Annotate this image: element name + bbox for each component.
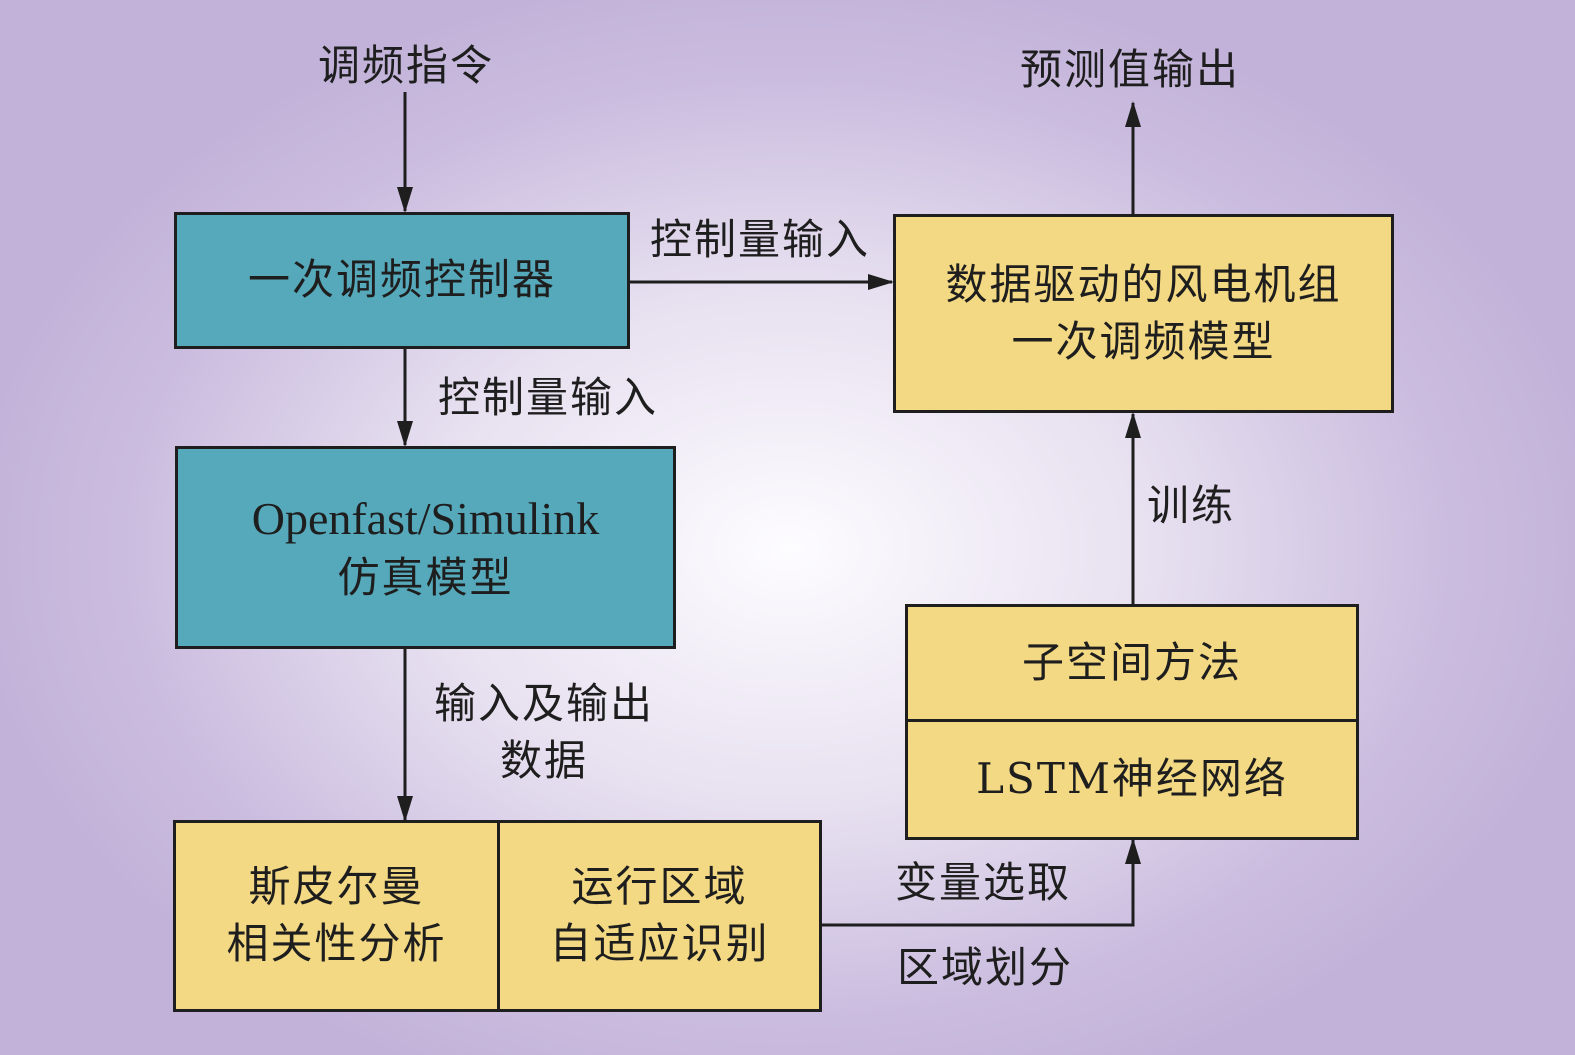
edge-label-controller-to-model: 控制量输入: [650, 215, 871, 264]
edge-label-sim-to-analysis-line1: 输入及输出: [433, 679, 654, 728]
spearman-label-line1: 斯皮尔曼: [248, 862, 425, 912]
sim-model-label-line2: 仿真模型: [337, 553, 514, 603]
edge-label-controller-to-sim: 控制量输入: [438, 373, 659, 422]
data-driven-model-box: 数据驱动的风电机组 一次调频模型: [893, 214, 1394, 413]
subspace-label: 子空间方法: [1021, 637, 1242, 687]
region-label-line1: 运行区域: [571, 862, 748, 912]
analysis-box: 斯皮尔曼 相关性分析 运行区域 自适应识别: [173, 820, 822, 1012]
controller-box: 一次调频控制器: [174, 212, 630, 349]
spearman-cell: 斯皮尔曼 相关性分析: [176, 823, 500, 1009]
sim-model-label-line1: Openfast/Simulink: [251, 493, 600, 545]
region-label-line2: 自适应识别: [549, 919, 770, 968]
subspace-cell: 子空间方法: [908, 607, 1356, 722]
edge-label-region-division: 区域划分: [897, 943, 1074, 992]
prediction-output-label: 预测值输出: [1020, 45, 1241, 94]
simulation-model-box: Openfast/Simulink 仿真模型: [175, 446, 676, 649]
model-label-line1: 数据驱动的风电机组: [945, 259, 1342, 309]
controller-label: 一次调频控制器: [247, 255, 556, 305]
model-label-line2: 一次调频模型: [1011, 316, 1276, 366]
spearman-label-line2: 相关性分析: [226, 919, 447, 968]
edge-label-variable-selection: 变量选取: [895, 858, 1072, 907]
arrow-analysis-to-methods: [821, 838, 1141, 927]
edge-label-training: 训练: [1147, 481, 1236, 530]
methods-box: 子空间方法 LSTM神经网络: [905, 604, 1359, 840]
region-cell: 运行区域 自适应识别: [500, 823, 819, 1009]
lstm-label: LSTM神经网络: [976, 754, 1288, 804]
lstm-cell: LSTM神经网络: [908, 722, 1356, 837]
edge-label-sim-to-analysis: 输入及输出 数据: [424, 676, 664, 789]
freq-command-label: 调频指令: [318, 41, 495, 90]
edge-label-sim-to-analysis-line2: 数据: [499, 735, 588, 785]
